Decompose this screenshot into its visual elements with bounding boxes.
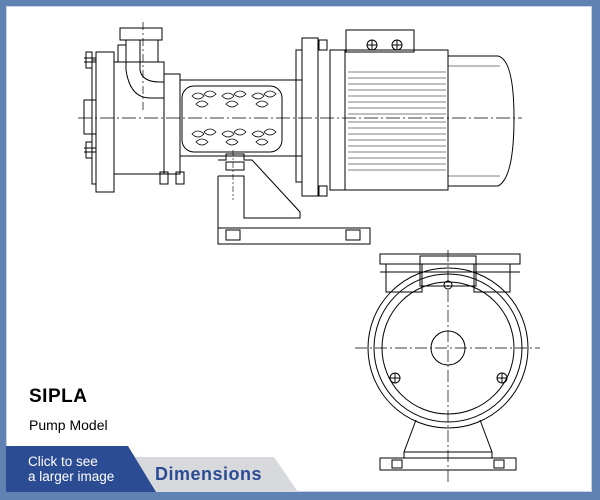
dimensions-tab[interactable]: Dimensions [128,457,298,492]
model-subtitle: Pump Model [29,417,108,433]
model-name: SIPLA [29,386,88,407]
content-panel [6,6,592,492]
dimensions-tab-label: Dimensions [155,464,263,484]
pump-side-view [78,22,522,244]
pump-front-view [355,250,540,482]
larger-image-label: Click to see a larger image [28,454,115,484]
larger-image-button[interactable]: Click to see a larger image [6,446,156,492]
